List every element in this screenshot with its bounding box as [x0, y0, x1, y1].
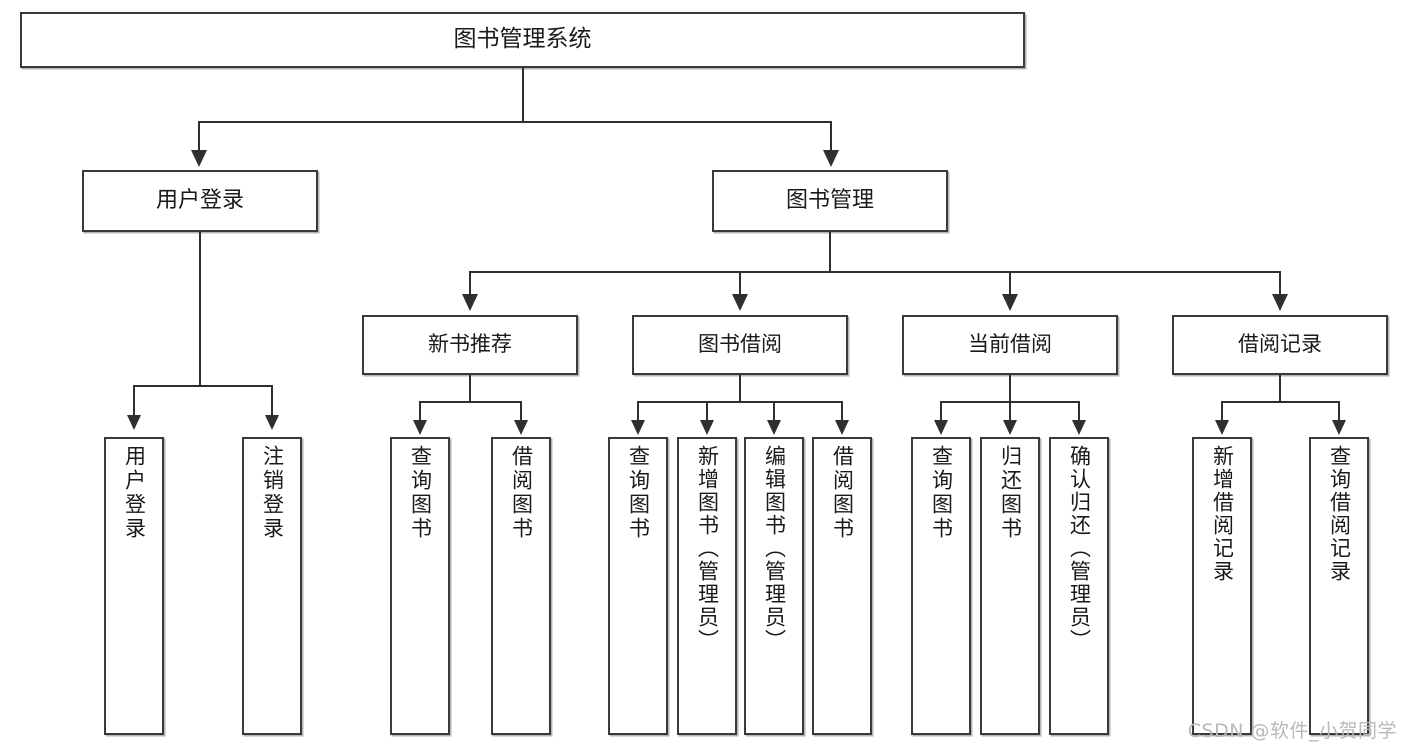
node-label: 图书借阅 [698, 332, 782, 357]
arrowhead-current-borrow [1002, 294, 1018, 311]
node-label: 借阅图书 [830, 445, 855, 541]
edge-bm-to-current-borrow [1009, 271, 1011, 297]
arrowhead-leaf-return-book [1003, 420, 1017, 435]
edge-br-to-leaf-1 [1221, 401, 1223, 423]
edge-user-login-bus [133, 385, 271, 387]
edge-bb-to-leaf-4 [841, 401, 843, 423]
edge-book-borrow-bus [637, 401, 843, 403]
arrowhead-book-borrow [732, 294, 748, 311]
node-label: 编辑图书（管理员） [762, 445, 787, 652]
arrowhead-leaf-borrow-book-1 [514, 420, 528, 435]
arrowhead-leaf-confirm-return [1072, 420, 1086, 435]
node-label: 图书管理 [785, 187, 874, 213]
arrowhead-new-book-recommend [462, 294, 478, 311]
edge-new-book-to-leaf-1 [419, 401, 421, 423]
edge-bb-to-leaf-1 [637, 401, 639, 423]
node-user-login[interactable]: 用户登录 [82, 170, 318, 232]
edge-user-login-to-leaf-2 [271, 385, 273, 418]
edge-cb-to-leaf-2 [1009, 401, 1011, 423]
edge-current-borrow-stem [1009, 375, 1011, 402]
edge-root-bus [198, 121, 832, 123]
arrowhead-leaf-query-record [1332, 420, 1346, 435]
arrowhead-leaf-add-record [1215, 420, 1229, 435]
node-label: 用户登录 [155, 187, 244, 213]
arrowhead-book-management [823, 150, 839, 167]
edge-root-to-book-management [830, 121, 832, 153]
edge-user-login-to-leaf-1 [133, 385, 135, 418]
node-leaf-query-book-1[interactable]: 查询图书 [390, 437, 450, 735]
node-label: 借阅图书 [509, 445, 534, 541]
node-label: 查询图书 [408, 445, 433, 541]
arrowhead-borrow-record [1272, 294, 1288, 311]
arrowhead-leaf-edit-book [767, 420, 781, 435]
edge-book-management-stem [829, 232, 831, 272]
edge-bm-to-borrow-record [1279, 271, 1281, 297]
edge-user-login-stem [199, 232, 201, 386]
node-label: 新增借阅记录 [1210, 445, 1235, 583]
arrowhead-leaf-query-book-1 [413, 420, 427, 435]
node-label: 新增图书（管理员） [695, 445, 720, 652]
edge-new-book-to-leaf-2 [520, 401, 522, 423]
node-leaf-query-book-2[interactable]: 查询图书 [608, 437, 668, 735]
arrowhead-leaf-user-logout [265, 415, 279, 430]
node-label: 注销登录 [260, 445, 285, 541]
node-leaf-query-book-3[interactable]: 查询图书 [911, 437, 971, 735]
node-label: 查询图书 [929, 445, 954, 541]
edge-new-book-stem [469, 375, 471, 402]
node-label: 归还图书 [998, 445, 1023, 541]
node-label: 用户登录 [122, 445, 147, 541]
edge-bm-to-new-book [469, 271, 471, 297]
node-leaf-user-login[interactable]: 用户登录 [104, 437, 164, 735]
node-label: 新书推荐 [428, 332, 512, 357]
edge-root-stem [522, 68, 524, 122]
edge-new-book-bus [419, 401, 522, 403]
node-leaf-borrow-book-2[interactable]: 借阅图书 [812, 437, 872, 735]
node-label: 确认归还（管理员） [1067, 445, 1092, 652]
node-leaf-query-record[interactable]: 查询借阅记录 [1309, 437, 1369, 735]
node-leaf-confirm-return[interactable]: 确认归还（管理员） [1049, 437, 1109, 735]
edge-borrow-record-bus [1221, 401, 1340, 403]
node-book-borrow[interactable]: 图书借阅 [632, 315, 848, 375]
node-leaf-borrow-book-1[interactable]: 借阅图书 [491, 437, 551, 735]
edge-root-to-user-login [198, 121, 200, 153]
node-root-book-management-system[interactable]: 图书管理系统 [20, 12, 1025, 68]
node-current-borrow[interactable]: 当前借阅 [902, 315, 1118, 375]
edge-cb-to-leaf-1 [940, 401, 942, 423]
edge-borrow-record-stem [1279, 375, 1281, 402]
node-new-book-recommend[interactable]: 新书推荐 [362, 315, 578, 375]
node-label: 查询图书 [626, 445, 651, 541]
node-book-management[interactable]: 图书管理 [712, 170, 948, 232]
edge-br-to-leaf-2 [1338, 401, 1340, 423]
node-leaf-add-record[interactable]: 新增借阅记录 [1192, 437, 1252, 735]
node-label: 当前借阅 [968, 332, 1052, 357]
node-leaf-user-logout[interactable]: 注销登录 [242, 437, 302, 735]
node-leaf-add-book[interactable]: 新增图书（管理员） [677, 437, 737, 735]
arrowhead-leaf-query-book-2 [631, 420, 645, 435]
node-borrow-record[interactable]: 借阅记录 [1172, 315, 1388, 375]
edge-bm-to-book-borrow [739, 271, 741, 297]
arrowhead-leaf-query-book-3 [934, 420, 948, 435]
node-label: 图书管理系统 [453, 26, 592, 53]
arrowhead-leaf-borrow-book-2 [835, 420, 849, 435]
node-leaf-edit-book[interactable]: 编辑图书（管理员） [744, 437, 804, 735]
node-label: 借阅记录 [1238, 332, 1322, 357]
arrowhead-leaf-add-book [700, 420, 714, 435]
arrowhead-user-login [191, 150, 207, 167]
edge-bb-to-leaf-2 [706, 401, 708, 423]
node-label: 查询借阅记录 [1327, 445, 1352, 583]
node-leaf-return-book[interactable]: 归还图书 [980, 437, 1040, 735]
arrowhead-leaf-user-login [127, 415, 141, 430]
edge-cb-to-leaf-3 [1078, 401, 1080, 423]
edge-book-management-bus [469, 271, 1281, 273]
edge-bb-to-leaf-3 [773, 401, 775, 423]
edge-book-borrow-stem [739, 375, 741, 402]
